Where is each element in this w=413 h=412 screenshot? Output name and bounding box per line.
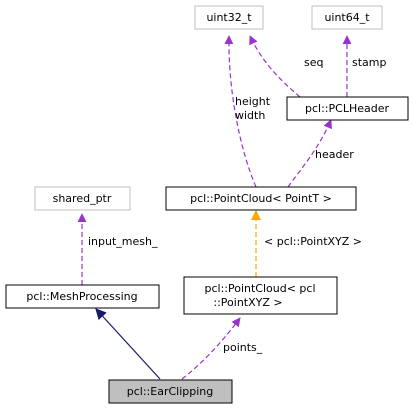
edge-inheritance [95, 308, 161, 380]
edge-label-points: points_ [223, 341, 263, 354]
node-label-point-cloud-xyz-line2: ::PointXYZ > [213, 296, 282, 309]
node-label-mesh-processing: pcl::MeshProcessing [26, 290, 137, 303]
node-label-shared-ptr: shared_ptr [53, 192, 112, 205]
node-ear-clipping[interactable]: pcl::EarClipping [108, 379, 233, 404]
node-uint64-t[interactable]: uint64_t [311, 5, 383, 30]
edge-label-input-mesh: input_mesh_ [88, 235, 158, 248]
node-pcl-header[interactable]: pcl::PCLHeader [286, 96, 409, 121]
edge-label-header: header [315, 148, 354, 161]
edge-label-seq: seq [304, 56, 323, 69]
node-label-pcl-header: pcl::PCLHeader [305, 102, 389, 115]
node-point-cloud-t[interactable]: pcl::PointCloud< PointT > [165, 186, 357, 211]
node-mesh-processing[interactable]: pcl::MeshProcessing [5, 284, 160, 309]
node-label-uint32-t: uint32_t [206, 11, 252, 24]
edge-seq [249, 35, 301, 98]
node-point-cloud-xyz[interactable]: pcl::PointCloud< pcl ::PointXYZ > [183, 276, 338, 315]
node-label-ear-clipping: pcl::EarClipping [127, 385, 213, 398]
edge-points [181, 317, 241, 380]
edge-label-template-arg: < pcl::PointXYZ > [264, 235, 362, 248]
edge-header [287, 119, 332, 188]
edge-label-width: width [235, 109, 265, 122]
node-shared-ptr[interactable]: shared_ptr [34, 186, 131, 211]
node-label-uint64-t: uint64_t [324, 11, 370, 24]
edge-label-height: height [235, 95, 271, 108]
edge-height-width [224, 35, 257, 188]
node-uint32-t[interactable]: uint32_t [194, 5, 264, 30]
node-label-point-cloud-t: pcl::PointCloud< PointT > [190, 192, 332, 205]
edge-label-stamp: stamp [352, 56, 387, 69]
node-label-point-cloud-xyz-line1: pcl::PointCloud< pcl [204, 282, 315, 295]
